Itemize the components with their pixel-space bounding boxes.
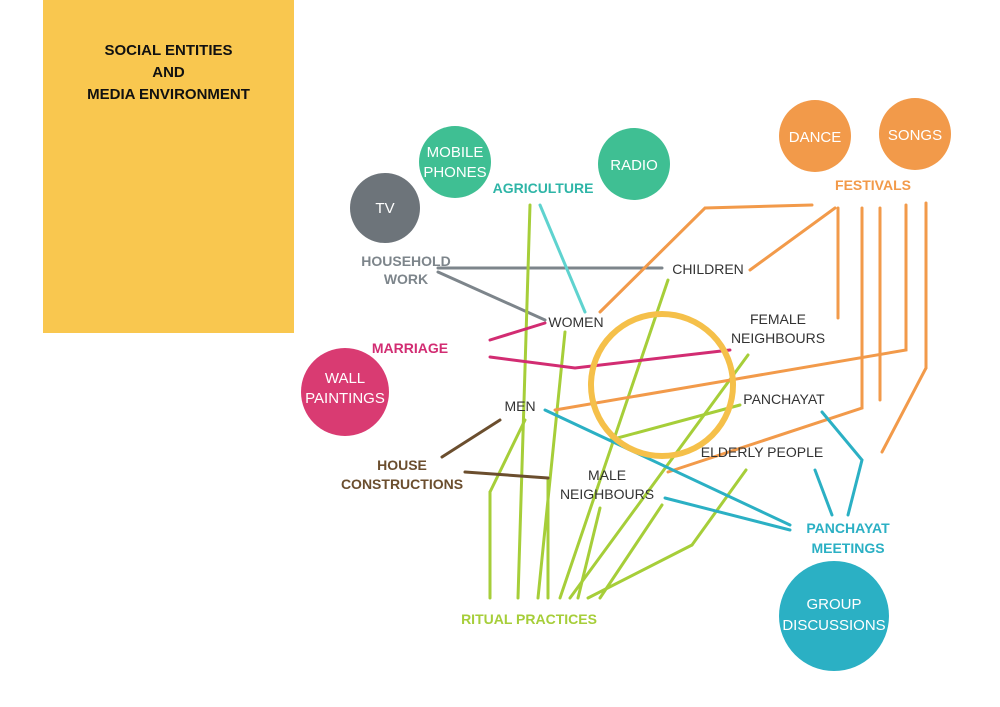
line-house-male-neighbours [463, 470, 550, 480]
dance-label: DANCE [789, 129, 842, 146]
line-male-neighbours-panchayat-meetings [663, 496, 792, 532]
line-marriage-female-neighbours [488, 348, 732, 370]
elderly-people-label: ELDERLY PEOPLE [701, 444, 823, 460]
line-house-men [440, 418, 502, 459]
women-label: WOMEN [548, 314, 603, 330]
mobile-phones-label-1: MOBILE [427, 144, 484, 161]
line-marriage-women [488, 321, 547, 342]
radio-circle [598, 128, 670, 200]
group-discussions-label-1: GROUP [806, 596, 861, 613]
line-ritual-elderly [598, 503, 664, 600]
line-ritual-male-neighbours-2 [576, 506, 602, 600]
female-neighbours-label-1: FEMALE [750, 311, 806, 327]
agriculture-connection [538, 203, 587, 314]
line-songs-panchayat-meetings [880, 366, 928, 454]
marriage-label: MARRIAGE [372, 340, 448, 356]
magenta-connections [488, 321, 732, 370]
group-discussions-node: GROUP DISCUSSIONS [779, 561, 889, 671]
house-constructions-label-1: HOUSE [377, 457, 427, 473]
female-neighbours-label-2: NEIGHBOURS [731, 330, 825, 346]
male-neighbours-label-1: MALE [588, 467, 626, 483]
line-elderly-link [690, 468, 748, 547]
line-ritual-female-neighbours [568, 353, 750, 600]
wall-paintings-node: WALL PAINTINGS [301, 348, 389, 436]
line-ritual-women [536, 330, 567, 600]
brown-connections [440, 418, 550, 480]
wall-paintings-circle [301, 348, 389, 436]
tv-circle [350, 173, 420, 243]
tv-label: TV [375, 200, 394, 217]
line-elderly-panchayat-meetings [813, 468, 834, 517]
mobile-phones-label-2: PHONES [423, 164, 486, 181]
line-agriculture-ritual [516, 203, 532, 600]
festivals-label: FESTIVALS [835, 177, 911, 193]
wall-paintings-label-1: WALL [325, 370, 365, 387]
children-label: CHILDREN [672, 261, 744, 277]
line-festivals-men [553, 203, 908, 412]
house-constructions-label-2: CONSTRUCTIONS [341, 476, 463, 492]
ritual-practices-label: RITUAL PRACTICES [461, 611, 597, 627]
dance-node: DANCE [779, 100, 851, 172]
highlight-ring [588, 311, 736, 459]
lime-connections [488, 203, 750, 600]
line-men-panchayat-meetings [543, 408, 792, 527]
title-line-2: AND [152, 64, 185, 81]
men-label: MEN [504, 398, 535, 414]
wall-paintings-label-2: PAINTINGS [305, 390, 385, 407]
songs-node: SONGS [879, 98, 951, 170]
songs-label: SONGS [888, 127, 942, 144]
panchayat-meetings-label-1: PANCHAYAT [806, 520, 890, 536]
line-agriculture-women [538, 203, 587, 314]
title-box: SOCIAL ENTITIES AND MEDIA ENVIRONMENT [43, 0, 294, 333]
male-neighbours-label-2: NEIGHBOURS [560, 486, 654, 502]
agriculture-label: AGRICULTURE [493, 180, 594, 196]
songs-circle [879, 98, 951, 170]
line-festivals-elderly [666, 206, 864, 474]
panchayat-label: PANCHAYAT [743, 391, 825, 407]
panchayat-meetings-label-2: MEETINGS [811, 540, 884, 556]
line-festivals-women [598, 203, 814, 314]
radio-node: RADIO [598, 128, 670, 200]
teal-connections [543, 408, 864, 532]
group-discussions-label-2: DISCUSSIONS [782, 617, 885, 634]
tv-node: TV [350, 173, 420, 243]
line-festivals-children [748, 206, 837, 272]
household-work-label-2: WORK [384, 271, 428, 287]
line-panchayat-panchayat-meetings [820, 410, 864, 517]
dance-circle [779, 100, 851, 172]
mobile-phones-node: MOBILE PHONES [419, 126, 491, 198]
diagram-title: SOCIAL ENTITIES AND MEDIA ENVIRONMENT [43, 40, 294, 106]
mobile-phones-circle [419, 126, 491, 198]
line-men-ritual-link [488, 418, 527, 494]
household-work-label-1: HOUSEHOLD [361, 253, 450, 269]
line-women-panchayat [608, 403, 742, 442]
title-line-3: MEDIA ENVIRONMENT [87, 86, 250, 103]
title-line-1: SOCIAL ENTITIES [104, 42, 233, 59]
radio-label: RADIO [610, 157, 658, 174]
gray-connections [436, 266, 664, 322]
group-discussions-circle [779, 561, 889, 671]
orange-connections [553, 201, 928, 474]
